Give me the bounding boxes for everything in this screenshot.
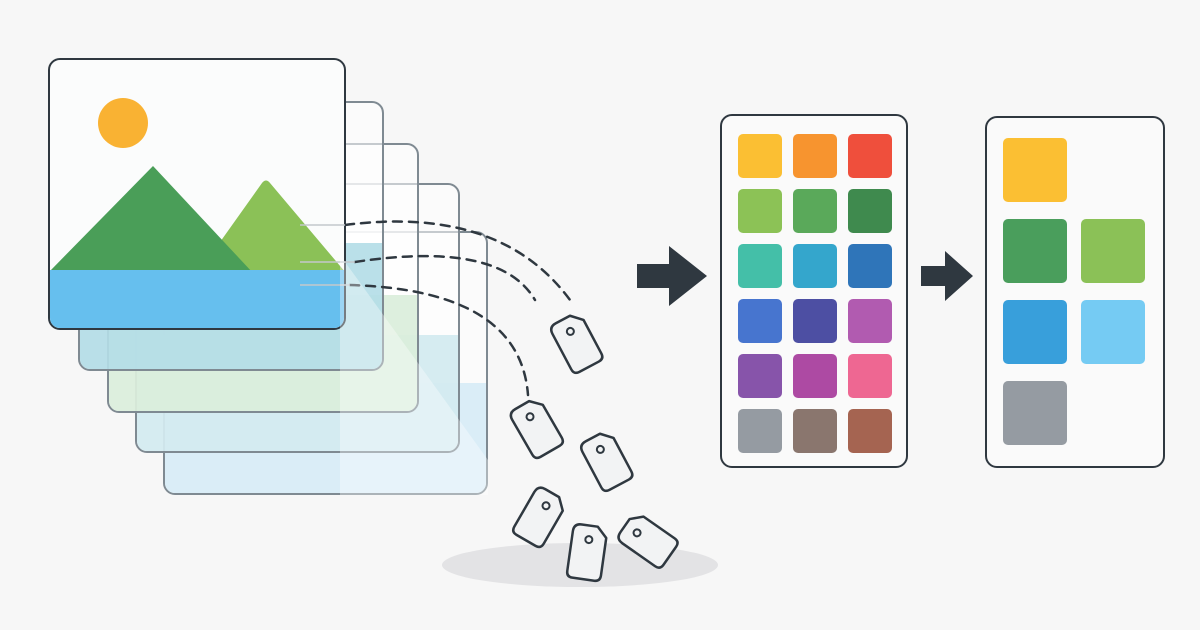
palette-swatch	[848, 409, 892, 453]
palette-swatch	[848, 354, 892, 398]
water	[50, 269, 344, 328]
image-frame-front	[48, 58, 346, 330]
palette-swatch	[793, 409, 837, 453]
color-tag-icon	[565, 523, 608, 583]
palette-swatch	[738, 354, 782, 398]
color-tag-icon	[509, 399, 565, 460]
image-icon	[50, 97, 344, 328]
mountain-back	[197, 180, 344, 273]
flow-line	[348, 283, 530, 397]
palette-swatch	[848, 134, 892, 178]
reduced-palette-swatch	[1081, 300, 1145, 364]
color-tag-icon	[579, 432, 634, 493]
palette-swatch	[738, 134, 782, 178]
palette-swatch	[738, 244, 782, 288]
mountain-front	[50, 165, 253, 273]
palette-swatch	[848, 244, 892, 288]
palette-swatch	[738, 189, 782, 233]
reduced-palette-swatch	[1003, 381, 1067, 445]
palette-swatch	[793, 354, 837, 398]
color-tag-icon	[511, 486, 565, 549]
palette-swatch	[793, 134, 837, 178]
flow-line	[343, 220, 572, 302]
flow-line	[353, 254, 537, 302]
reduced-palette-swatch	[1081, 219, 1145, 283]
sun-icon	[97, 97, 148, 148]
palette-swatch	[738, 299, 782, 343]
reduced-palette-swatch	[1003, 219, 1067, 283]
image-diagonal-fade	[340, 255, 488, 495]
reduced-palette-swatch	[1003, 138, 1067, 202]
reduced-palette-grid	[987, 118, 1163, 466]
color-tag-icon	[617, 515, 679, 569]
arrow-right-icon	[921, 251, 973, 301]
reduced-palette-swatch	[1003, 300, 1067, 364]
arrow-right-icon	[637, 246, 707, 306]
palette-swatch	[793, 299, 837, 343]
full-palette-grid	[722, 116, 906, 466]
full-palette-panel	[720, 114, 908, 468]
palette-swatch	[848, 299, 892, 343]
palette-swatch	[793, 244, 837, 288]
color-tag-icon	[549, 314, 604, 375]
reduced-palette-panel	[985, 116, 1165, 468]
palette-swatch	[738, 409, 782, 453]
palette-swatch	[793, 189, 837, 233]
palette-swatch	[848, 189, 892, 233]
